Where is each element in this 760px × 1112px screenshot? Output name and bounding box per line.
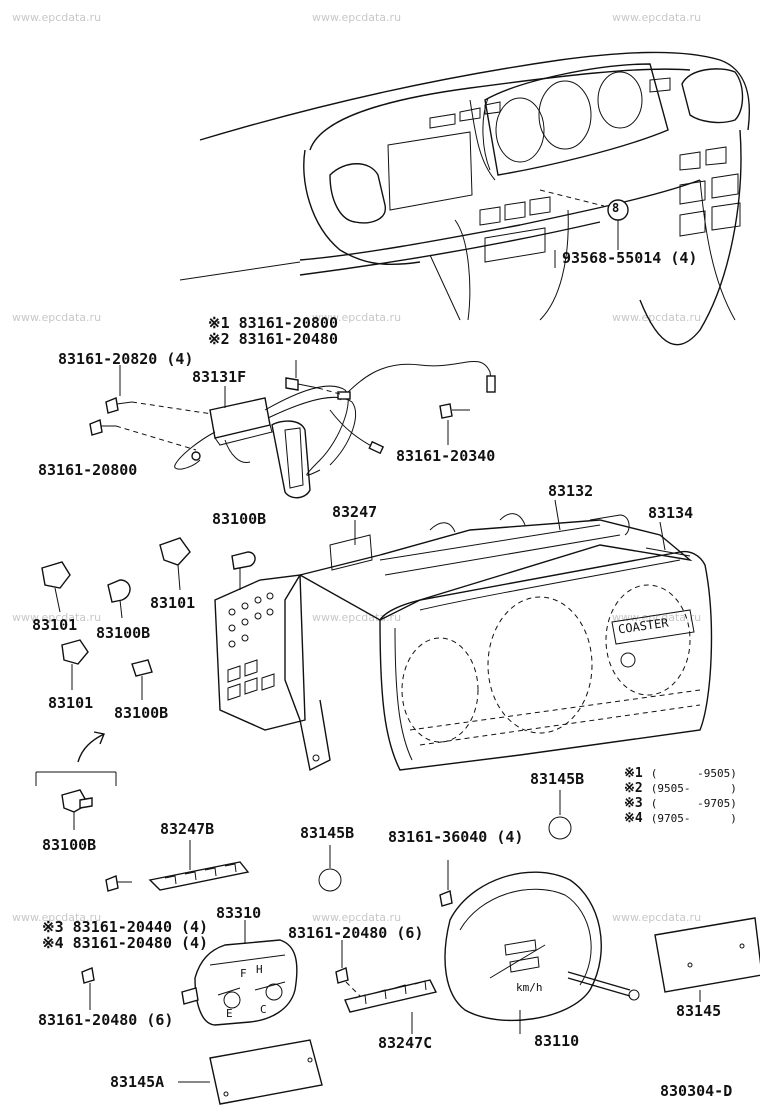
watermark: www.epcdata.ru: [12, 911, 102, 924]
callout-circle-label: 8: [612, 201, 620, 215]
legend: ※1 ( -9505) ※2 (9505- ) ※3 ( -9705) ※4 (…: [624, 764, 737, 826]
part-number-label: ※2 83161-20480: [208, 330, 338, 348]
part-number-label: 83247C: [378, 1034, 433, 1052]
printed-circuit-drawing: [89, 360, 496, 499]
combination-meter-drawing: [214, 499, 713, 772]
legend-range: ( -9705): [650, 797, 737, 810]
diagram-code: 830304-D: [660, 1082, 733, 1100]
dashboard-drawing: [179, 51, 751, 346]
part-number-label: 83161-20480 (6): [38, 1011, 174, 1029]
part-number-label: 83100B: [96, 624, 151, 642]
part-number-label: 83110: [534, 1032, 580, 1050]
part-number-label: ※3 83161-20440 (4): [42, 918, 209, 936]
speed-unit-text: km/h: [516, 981, 543, 994]
part-number-label: 83161-36040 (4): [388, 828, 524, 846]
watermark: www.epcdata.ru: [12, 611, 102, 624]
part-number-label: 83161-20820 (4): [58, 350, 194, 368]
legend-range: (9705- ): [650, 812, 737, 825]
temp-hot-mark: H: [256, 963, 263, 976]
part-number-label: 83310: [216, 904, 262, 922]
part-number-label: 83161-20480 (6): [288, 924, 424, 942]
part-number-label: 83131F: [192, 368, 247, 386]
watermark: www.epcdata.ru: [12, 311, 102, 324]
part-number-label: 83247B: [160, 820, 215, 838]
bulbs-sockets-drawing: [35, 537, 256, 830]
legend-row: ※2 (9505- ): [624, 779, 737, 796]
watermark: www.epcdata.ru: [312, 311, 402, 324]
part-number-label: ※4 83161-20480 (4): [42, 934, 209, 952]
legend-mark: ※2: [624, 781, 643, 796]
watermark: www.epcdata.ru: [12, 11, 102, 24]
watermark: www.epcdata.ru: [612, 311, 702, 324]
lower-parts-drawing: [81, 790, 760, 1105]
legend-mark: ※1: [624, 766, 643, 781]
fuel-full-mark: F: [240, 967, 247, 980]
part-number-label: 83145B: [530, 770, 585, 788]
part-number-label: 83100B: [114, 704, 169, 722]
watermark: www.epcdata.ru: [312, 611, 402, 624]
watermark: www.epcdata.ru: [312, 911, 402, 924]
watermark: www.epcdata.ru: [612, 611, 702, 624]
legend-range: (9505- ): [650, 782, 737, 795]
part-number-label: 83145A: [110, 1073, 165, 1091]
legend-mark: ※4: [624, 811, 643, 826]
part-number-label: 83100B: [42, 836, 97, 854]
legend-row: ※3 ( -9705): [624, 794, 737, 811]
part-number-label: 83101: [150, 594, 196, 612]
part-number-label: 83100B: [212, 510, 267, 528]
part-number-label: 83161-20800: [38, 461, 138, 479]
legend-mark: ※3: [624, 796, 643, 811]
part-number-label: 83145: [676, 1002, 722, 1020]
part-number-label: 83247: [332, 503, 378, 521]
part-number-label: 83132: [548, 482, 594, 500]
legend-range: ( -9505): [650, 767, 737, 780]
legend-row: ※1 ( -9505): [624, 764, 737, 781]
watermark: www.epcdata.ru: [312, 11, 402, 24]
part-number-label: 83134: [648, 504, 694, 522]
watermark: www.epcdata.ru: [612, 11, 702, 24]
part-number-label: 83101: [48, 694, 94, 712]
legend-row: ※4 (9705- ): [624, 809, 737, 826]
watermark: www.epcdata.ru: [612, 911, 702, 924]
part-number-label: ※1 83161-20800: [208, 314, 338, 332]
temp-cold-mark: C: [260, 1003, 267, 1016]
part-number-label: 93568-55014 (4): [562, 249, 698, 267]
part-number-label: 83101: [32, 616, 78, 634]
fuel-empty-mark: E: [226, 1007, 233, 1020]
part-number-label: 83145B: [300, 824, 355, 842]
part-number-label: 83161-20340: [396, 447, 496, 465]
